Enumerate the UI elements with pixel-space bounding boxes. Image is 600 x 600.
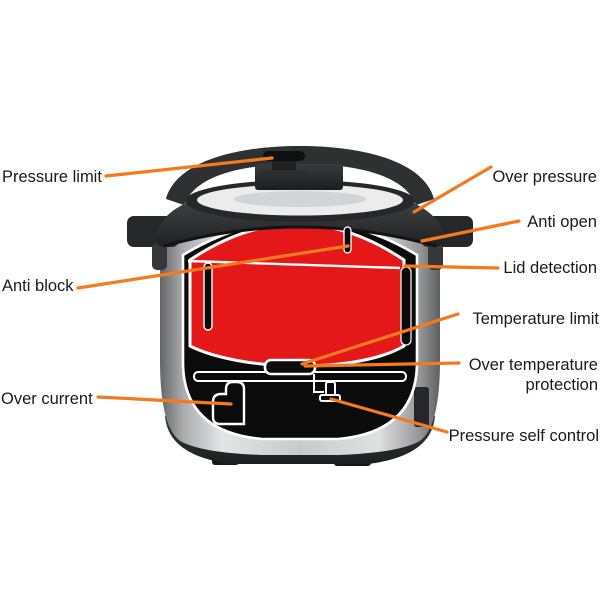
bottom-internals [193, 358, 407, 426]
leader-lines [76, 156, 521, 434]
pressure-valve-stem [325, 381, 336, 397]
cooker-lid [155, 146, 445, 248]
leader-line-over-temperature [303, 361, 461, 368]
sensor-connector [313, 374, 324, 393]
label-over-pressure: Over pressure [492, 168, 597, 186]
lid-bottom-shadow [163, 225, 437, 248]
power-bracket-tab [414, 387, 429, 427]
leader-line-pressure-limit [104, 156, 274, 178]
label-anti-block: Anti block [2, 277, 74, 295]
leader-line-anti-block [76, 244, 350, 290]
label-temperature-limit: Temperature limit [472, 310, 599, 328]
lid-glass-shade [234, 191, 366, 207]
label-anti-open: Anti open [527, 213, 597, 231]
leader-line-anti-open [420, 219, 521, 243]
leader-line-over-current [96, 395, 233, 406]
leader-line-pressure-self-control [329, 397, 449, 434]
label-pressure-limit: Pressure limit [2, 168, 102, 186]
label-lid-detection: Lid detection [503, 259, 597, 277]
inner-pot [188, 222, 406, 368]
steam-vent-slot [343, 226, 352, 254]
leader-line-lid-detection [403, 264, 500, 270]
label-over-temperature-protection: Over temperature protection [468, 356, 598, 394]
leader-line-temperature-limit [300, 312, 460, 366]
leader-line-over-pressure [412, 165, 493, 214]
label-over-current: Over current [1, 390, 93, 408]
left-wall-gap-slot [203, 262, 213, 331]
label-pressure-self-control: Pressure self control [448, 427, 599, 445]
pot-rim-line [187, 259, 401, 270]
